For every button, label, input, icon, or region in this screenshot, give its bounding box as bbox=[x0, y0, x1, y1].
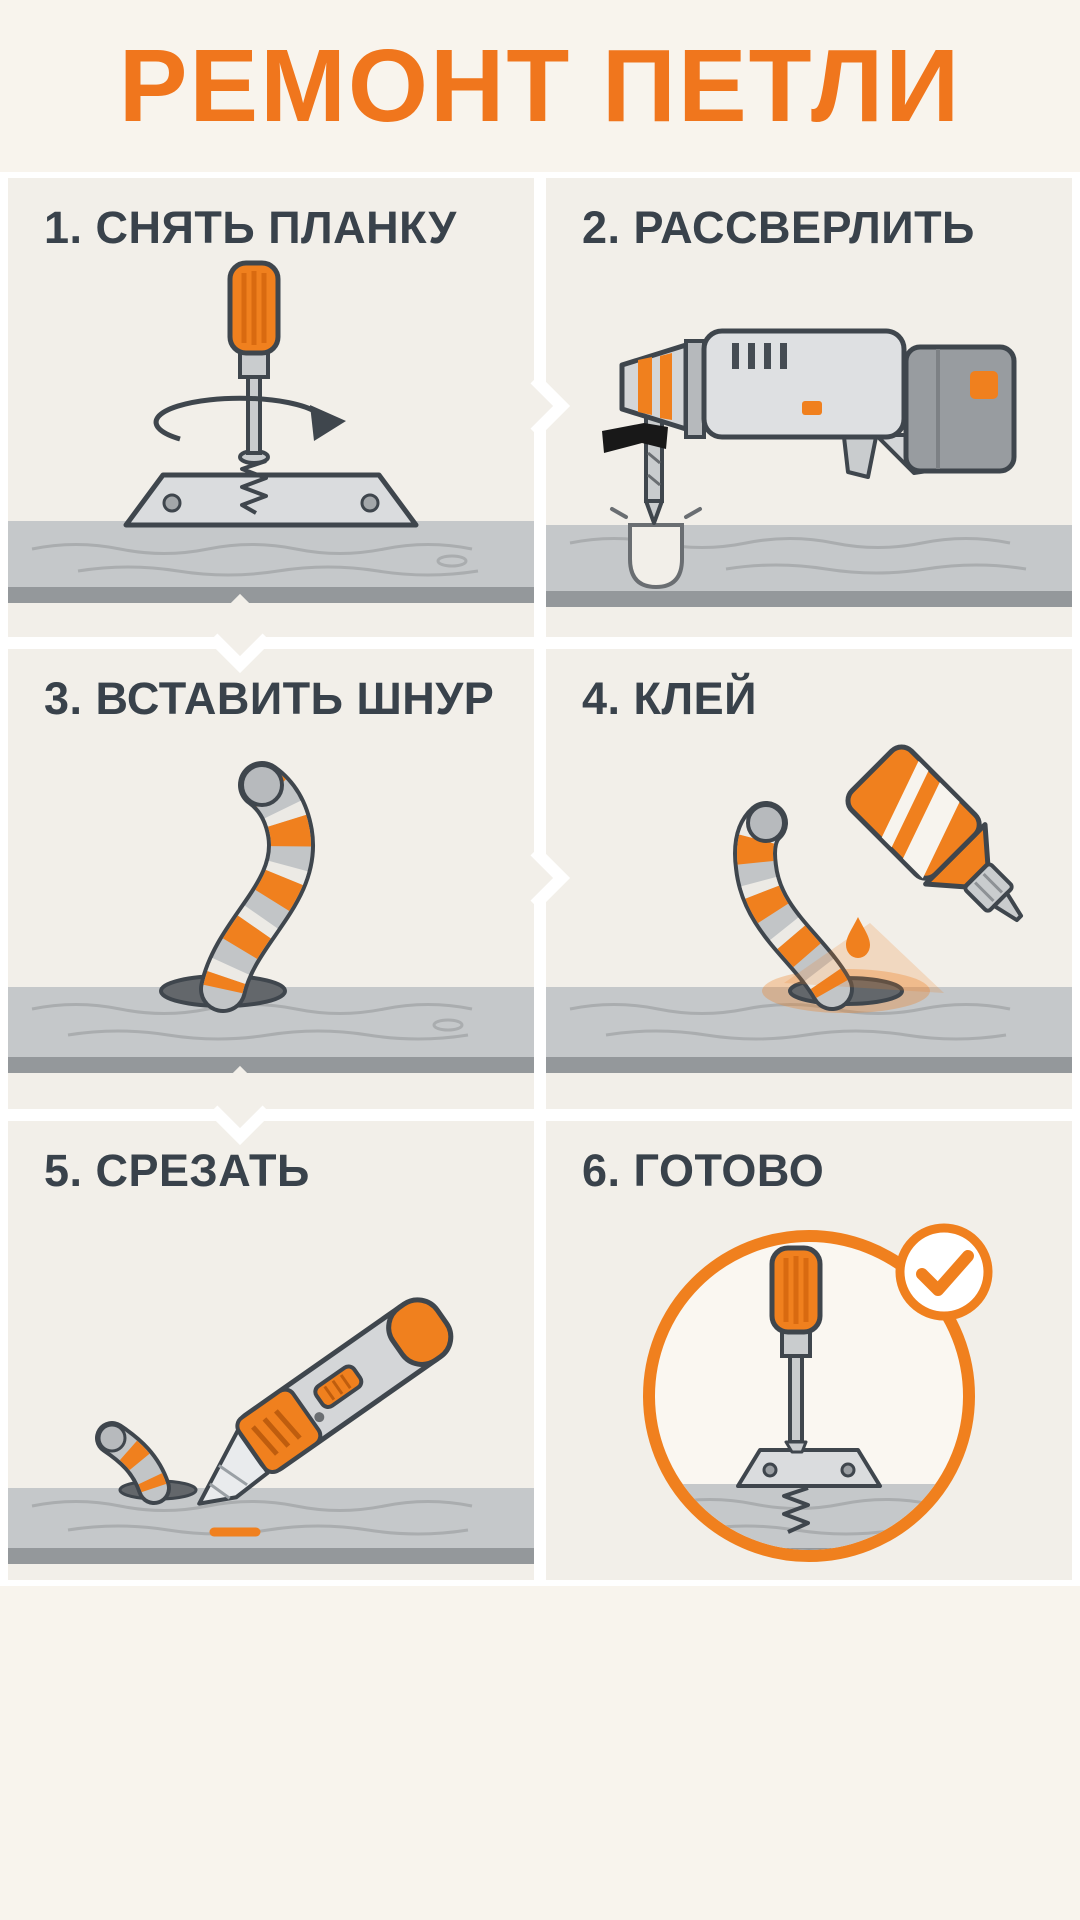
wood-plank bbox=[8, 521, 534, 604]
drill-icon bbox=[546, 328, 1072, 608]
step-panel-5: 5. СРЕЗАТЬ bbox=[8, 1120, 534, 1580]
screw-thread bbox=[782, 1486, 810, 1534]
step-title: 5. СРЕЗАТЬ bbox=[44, 1144, 310, 1196]
step-panel-2: 2. РАССВЕРЛИТЬ bbox=[546, 178, 1072, 638]
step-title: 2. РАССВЕРЛИТЬ bbox=[582, 202, 975, 253]
wood-plank bbox=[546, 986, 1072, 1073]
step-title: 4. КЛЕЙ bbox=[582, 673, 757, 725]
cord-stub bbox=[95, 1421, 171, 1505]
drill-body bbox=[619, 328, 1017, 480]
step-title: 6. ГОТОВО bbox=[582, 1144, 825, 1196]
braided-cord bbox=[733, 800, 854, 1011]
screwdriver bbox=[769, 1245, 823, 1454]
success-circle bbox=[643, 1230, 975, 1562]
wood-plank bbox=[546, 525, 1072, 608]
screwdriver bbox=[227, 260, 281, 456]
glue-bottle-icon bbox=[546, 744, 1072, 1073]
cord-in-hole-icon bbox=[8, 760, 534, 1073]
header: РЕМОНТ ПЕТЛИ bbox=[0, 0, 1080, 172]
step-panel-6: 6. ГОТОВО bbox=[546, 1120, 1072, 1580]
step-panel-4: 4. КЛЕЙ bbox=[546, 649, 1072, 1109]
braided-cord bbox=[199, 760, 315, 1013]
rotation-arrow-icon bbox=[153, 396, 346, 442]
step-title: 3. ВСТАВИТЬ ШНУР bbox=[44, 673, 495, 725]
step-title: 1. СНЯТЬ ПЛАНКУ bbox=[44, 202, 457, 253]
page-title: РЕМОНТ ПЕТЛИ bbox=[118, 28, 962, 143]
check-badge-icon bbox=[895, 1223, 993, 1321]
glue-drop bbox=[846, 916, 870, 958]
glue-light-cone bbox=[784, 922, 944, 993]
screwdriver-hinge-icon bbox=[8, 260, 534, 604]
depth-marker-tape bbox=[602, 423, 668, 454]
utility-knife-icon bbox=[8, 1297, 534, 1564]
utility-knife bbox=[197, 1297, 454, 1506]
done-check-icon bbox=[643, 1223, 993, 1562]
glue-bottle bbox=[845, 744, 1024, 922]
steps-grid: 1. СНЯТЬ ПЛАНКУ bbox=[0, 172, 1080, 1586]
step-panel-1: 1. СНЯТЬ ПЛАНКУ bbox=[8, 178, 534, 638]
step-panel-3: 3. ВСТАВИТЬ ШНУР bbox=[8, 649, 534, 1109]
drilled-hole bbox=[628, 523, 684, 590]
wood-plank bbox=[8, 1488, 534, 1564]
hinge-plate bbox=[123, 472, 419, 528]
hinge-plate bbox=[736, 1448, 882, 1488]
